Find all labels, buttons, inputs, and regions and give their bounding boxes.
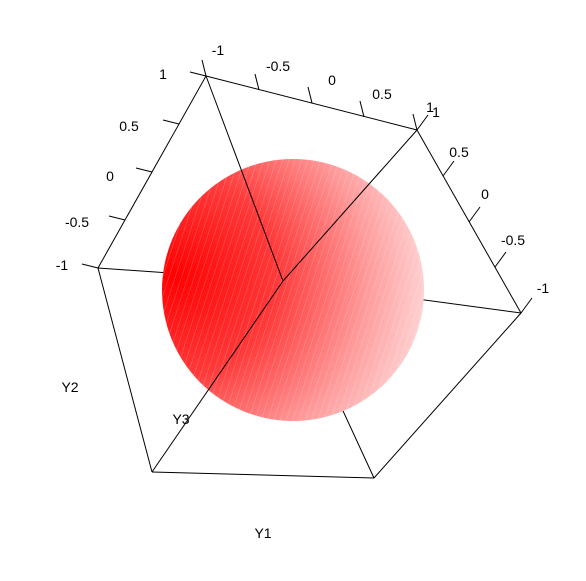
axis-label-y3: Y3 — [172, 411, 189, 427]
tick-mark — [520, 297, 533, 314]
tick-mark — [201, 59, 207, 77]
box-edge-right-lower — [373, 312, 522, 479]
tick-mark — [416, 114, 429, 131]
tick-mark — [442, 160, 455, 177]
tick-label: -0.5 — [266, 58, 290, 74]
tick-mark — [189, 71, 207, 77]
tick-mark — [494, 251, 507, 268]
tick-mark — [468, 206, 481, 223]
sphere-surface — [162, 159, 424, 421]
tick-label: -0.5 — [65, 214, 89, 230]
tick-mark — [254, 73, 260, 91]
tick-label: 0.5 — [119, 118, 139, 134]
tick-mark — [108, 215, 126, 221]
tick-label: 0 — [328, 72, 336, 88]
box-edge-bottom — [151, 471, 375, 479]
axis-labels: Y2 Y3 Y1 — [61, 379, 271, 541]
tick-label: 1 — [159, 66, 167, 82]
tick-label: -1 — [56, 257, 69, 273]
box-edge-front-right-top — [282, 129, 418, 282]
tick-label: -1 — [212, 42, 225, 58]
tick-mark — [359, 100, 365, 118]
tick-label: 0 — [106, 168, 114, 184]
axis-label-y2: Y2 — [61, 379, 78, 395]
tick-label: 1 — [426, 99, 434, 115]
tick-label: 0 — [481, 186, 489, 202]
tick-mark — [307, 86, 313, 104]
box-edge-left-vertical — [97, 267, 153, 473]
tick-labels-left: 1 0.5 0 -0.5 -1 — [56, 66, 167, 273]
tick-mark — [412, 113, 418, 131]
box-edge-front-vertical — [205, 75, 284, 282]
tick-label: -1 — [537, 280, 550, 296]
sphere-mesh — [162, 159, 424, 421]
tick-mark — [135, 167, 153, 173]
tick-label: 0.5 — [372, 86, 392, 102]
tick-labels-right: 1 0.5 0 -0.5 -1 — [432, 104, 549, 296]
axis-label-y1: Y1 — [254, 525, 271, 541]
tick-label: -0.5 — [501, 232, 525, 248]
tick-mark — [81, 263, 99, 269]
tick-label: 1 — [432, 104, 440, 120]
box-edge-front-left — [151, 280, 284, 473]
tick-label: 0.5 — [449, 144, 469, 160]
tick-marks — [81, 59, 533, 314]
tick-mark — [162, 119, 180, 125]
tick-labels-top: -1 -0.5 0 0.5 1 — [212, 42, 434, 115]
